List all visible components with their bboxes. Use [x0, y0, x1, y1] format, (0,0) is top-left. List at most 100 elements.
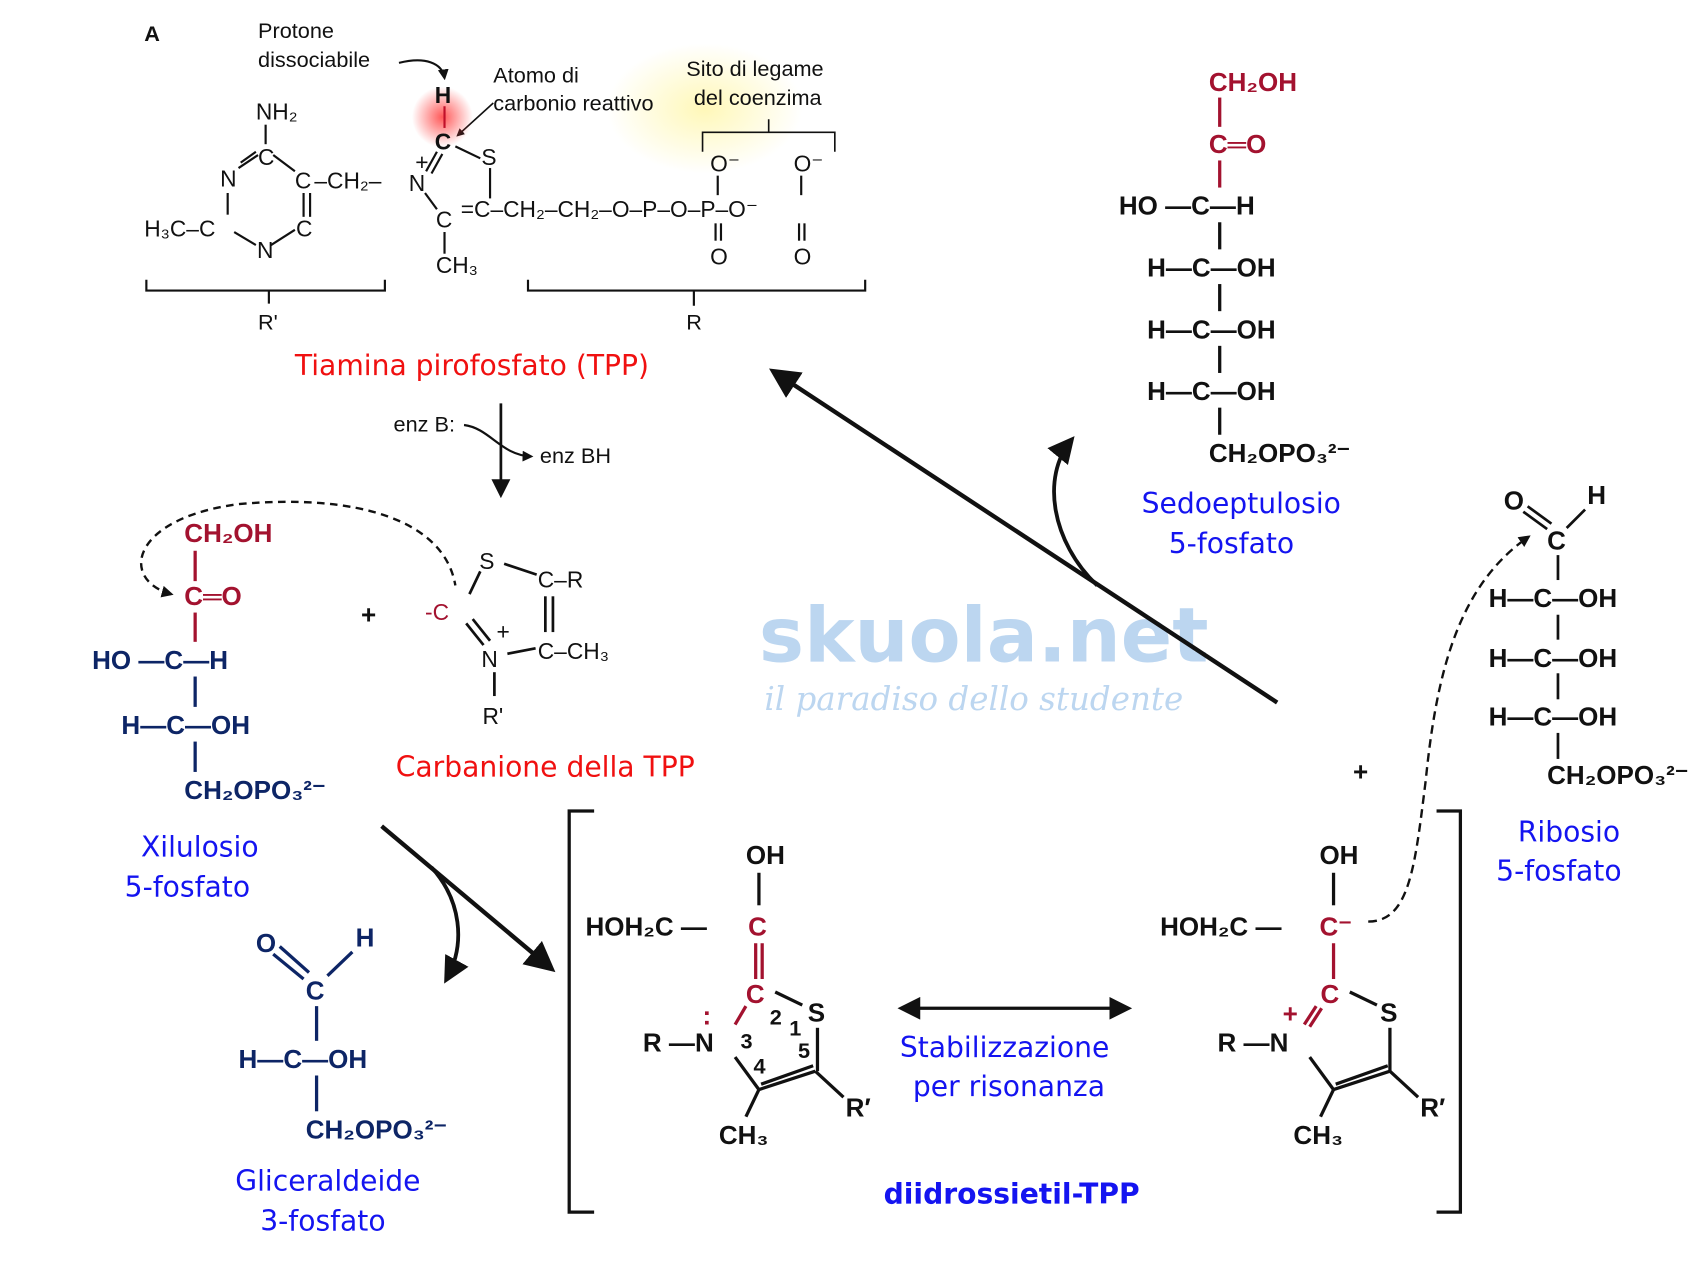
atom-c: C [258, 144, 274, 170]
atom-o: O [1504, 486, 1524, 516]
sedoheptulose-name-line1: Sedoeptulosio [1142, 487, 1341, 520]
left-square-bracket [567, 809, 595, 1214]
atom-hoh2c: HOH₂C — [585, 912, 707, 942]
atom-nh2: NH₂ [256, 98, 298, 124]
atom-oh: OH [746, 840, 785, 870]
atom-s: S [808, 997, 825, 1027]
attack-on-ribose-dashed-arrow [1368, 535, 1531, 923]
atom-h: H [356, 922, 375, 952]
atom-r-prime: R' [482, 703, 503, 729]
atom-r-prime: R′ [1420, 1093, 1445, 1123]
atom-c: C [296, 215, 312, 241]
carbanion-name: Carbanione della TPP [396, 750, 695, 783]
atom-n: N [257, 237, 273, 263]
resonance-label-line2: per risonanza [913, 1070, 1105, 1103]
atom-ch2oh: CH₂OH [184, 518, 272, 548]
glyceraldehyde-name-line1: Gliceraldeide [235, 1164, 420, 1197]
atom-c-carbanion: -C [425, 599, 449, 625]
atom-ch3: CH₃ [1293, 1120, 1343, 1150]
atom-row-h-c-oh: H—C—OH [1489, 583, 1618, 613]
atom-hoh2c: HOH₂C — [1160, 912, 1282, 942]
lone-pair: : [703, 1001, 712, 1031]
xylulose-name-line1: Xilulosio [141, 831, 259, 864]
atom-row-h-c-oh: H—C—OH [1489, 643, 1618, 673]
binding-site-label-line1: Sito di legame [686, 56, 823, 81]
release-g3p-arrow [430, 866, 469, 984]
atom-row-h-c-oh: H—C—OH [121, 710, 250, 740]
atom-c-alpha: C [748, 912, 767, 942]
ribose-name-line2: 5-fosfato [1496, 854, 1621, 887]
tpp-bonds [145, 106, 867, 306]
enzyme-protonated-label: enz BH [540, 443, 611, 468]
atom-h3c: H₃C–C [144, 215, 215, 241]
atom-r-n: R —N [1218, 1028, 1289, 1058]
atom-ch2: –CH₂– [314, 168, 381, 194]
atom-c-reactive: C [435, 129, 451, 155]
sedoheptulose-structure: CH₂OH C═O HO —C—H H—C—OH H—C—OH H—C—OH C… [1119, 67, 1350, 468]
atom-c: C [295, 168, 311, 194]
atom-carbonyl: C═O [1209, 129, 1266, 159]
atom-row-ho-c-h: HO —C—H [92, 645, 228, 675]
glyceraldehyde-3-phosphate-structure: O H C H—C—OH CH₂OPO₃²⁻ [239, 922, 448, 1144]
atom-n-plus: N [409, 170, 425, 196]
atom-oh: OH [1319, 840, 1358, 870]
r-label: R [686, 310, 702, 335]
proton-transfer-arrow [463, 423, 534, 462]
atom-h-dissociable: H [435, 82, 451, 108]
atom-s: S [479, 548, 494, 574]
xylulose-name-line2: 5-fosfato [125, 871, 250, 904]
atom-h: H [1587, 480, 1606, 510]
ring-number: 2 [770, 1005, 782, 1030]
release-sedoheptulose-arrow [1047, 436, 1099, 587]
ring-number: 5 [798, 1038, 810, 1063]
atom-n-plus: N [481, 646, 497, 672]
atom-s: S [1380, 997, 1397, 1027]
atom-o-minus: O⁻ [710, 150, 740, 176]
atom-o: O [256, 928, 276, 958]
atom-row-h-c-oh: H—C—OH [1147, 314, 1276, 344]
atom-phosphate: CH₂OPO₃²⁻ [306, 1114, 447, 1144]
binding-site-label-line2: del coenzima [694, 85, 823, 110]
enamine-resonance-form: OH HOH₂C — C C S R —N CH₃ R′ : 1 2 3 4 5 [585, 840, 870, 1150]
atom-o-minus: O⁻ [794, 150, 824, 176]
tpp-structure: A Protone dissociabile Atomo di carbonio… [144, 18, 867, 335]
regeneration-arrow-to-tpp [769, 368, 1279, 705]
ring-number: 3 [740, 1028, 752, 1053]
plus-sign: + [361, 599, 376, 629]
plus-sign: + [1353, 757, 1368, 787]
atom-ch3: CH₃ [436, 252, 478, 278]
watermark-brand: skuola.net [759, 591, 1209, 679]
binding-site-bracket [701, 119, 836, 152]
atom-row-h-c-oh: H—C—OH [1489, 701, 1618, 731]
atom-c: C [306, 976, 325, 1006]
atom-n: N [220, 165, 236, 191]
charge-plus: + [497, 619, 510, 645]
atom-ch3: CH₃ [719, 1120, 769, 1150]
atom-c: C [436, 207, 452, 233]
resonance-label-line1: Stabilizzazione [900, 1031, 1109, 1064]
charge-plus: + [1283, 998, 1298, 1028]
r-prime-label: R' [258, 310, 278, 335]
right-square-bracket [1436, 809, 1463, 1214]
atom-phosphate: CH₂OPO₃²⁻ [184, 775, 325, 805]
ribose-5-phosphate-structure: O H C H—C—OH H—C—OH H—C—OH CH₂OPO₃²⁻ [1489, 480, 1689, 790]
atom-row-ho-c-h: HO —C—H [1119, 191, 1255, 221]
enzyme-base-label: enz B: [394, 412, 455, 437]
reaction-arrow-to-intermediate [380, 824, 556, 973]
deprotonation-step: enz B: enz BH [394, 403, 611, 499]
tpp-title: Tiamina pirofosfato (TPP) [294, 349, 649, 382]
atom-r-n: R —N [643, 1028, 714, 1058]
intermediate-name: diidrossietil-TPP [884, 1177, 1140, 1210]
xylulose-5-phosphate-structure: CH₂OH C═O HO —C—H H—C—OH CH₂OPO₃²⁻ [92, 518, 326, 805]
atom-c2: C [746, 979, 765, 1009]
atom-row-h-c-oh: H—C—OH [239, 1044, 368, 1074]
atom-o: O [794, 244, 812, 270]
sedoheptulose-name-line2: 5-fosfato [1169, 527, 1294, 560]
atom-c-alpha-carbanion: C⁻ [1319, 912, 1352, 942]
ribose-name-line1: Ribosio [1518, 815, 1620, 848]
atom-c-ch3: C–CH₃ [538, 638, 609, 664]
atom-phosphate: CH₂OPO₃²⁻ [1547, 760, 1688, 790]
nucleophilic-attack-dashed-arrow [139, 500, 457, 598]
